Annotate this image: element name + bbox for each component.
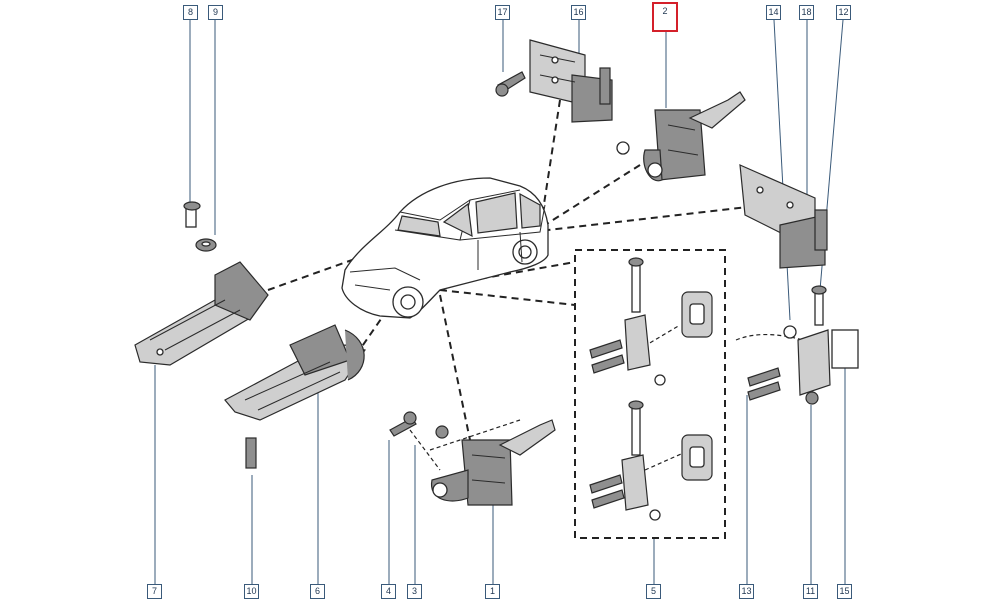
door-hinge-upper [616, 91, 746, 182]
hinge-arm-check-strap [224, 324, 366, 469]
hinge-plate-right [739, 164, 828, 269]
small-hinge-assembly-right [747, 285, 859, 405]
callout-3: 3 [407, 584, 422, 599]
callout-5: 5 [646, 584, 661, 599]
callout-14: 14 [766, 5, 781, 20]
door-hinge-lower [431, 419, 556, 506]
callout-16: 16 [571, 5, 586, 20]
hinge-pin-kit-box [589, 257, 713, 521]
car-illustration [341, 177, 549, 319]
callout-10: 10 [244, 584, 259, 599]
callout-9: 9 [208, 5, 223, 20]
assembly-dashed-lines [267, 99, 821, 539]
callout-1: 1 [485, 584, 500, 599]
hinge-plate-upper [529, 39, 613, 123]
callout-18: 18 [799, 5, 814, 20]
callout-15: 15 [837, 584, 852, 599]
callout-17: 17 [495, 5, 510, 20]
callout-6: 6 [310, 584, 325, 599]
callout-2-highlighted[interactable]: 2 [652, 2, 678, 32]
callout-4: 4 [381, 584, 396, 599]
callout-13: 13 [739, 584, 754, 599]
callout-8: 8 [183, 5, 198, 20]
bolt-4-and-nut-3 [389, 411, 449, 439]
callout-12: 12 [836, 5, 851, 20]
hinge-bracket-lower-left [134, 261, 269, 366]
bolt-17 [495, 71, 526, 97]
callout-11: 11 [803, 584, 818, 599]
bolt-8-and-washer-9 [183, 201, 217, 252]
callout-7: 7 [147, 584, 162, 599]
leader-lines [154, 19, 846, 585]
